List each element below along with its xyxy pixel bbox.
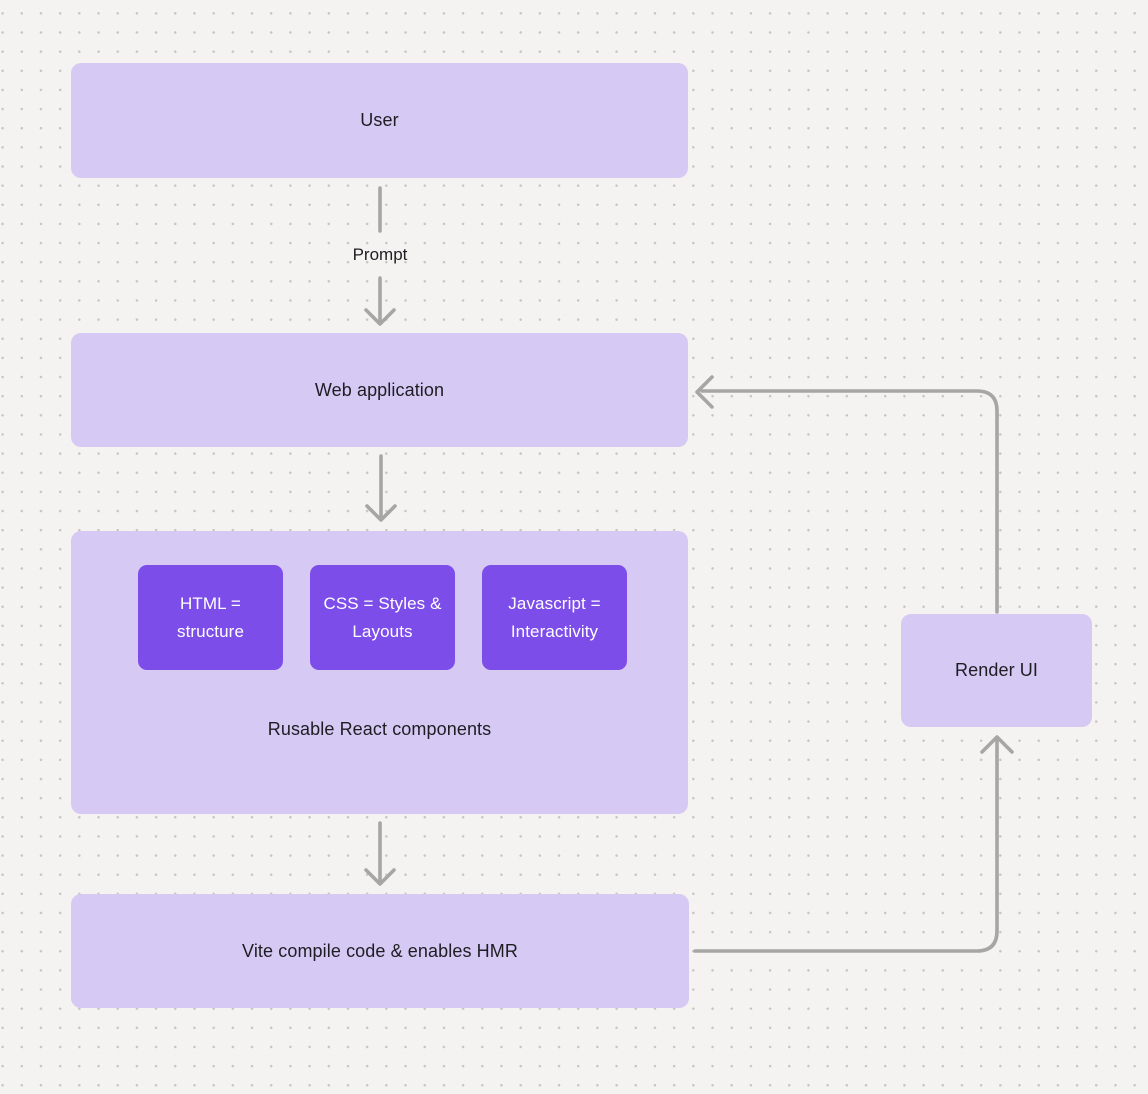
chip-html[interactable]: HTML = structure (138, 565, 283, 670)
node-vite[interactable]: Vite compile code & enables HMR (71, 894, 689, 1008)
chip-javascript-label: Javascript = Interactivity (508, 593, 601, 641)
arrow-left-icon (695, 375, 714, 409)
edge-label-prompt: Prompt (352, 245, 408, 264)
components-group-caption: Rusable React components (267, 719, 492, 739)
chip-css[interactable]: CSS = Styles & Layouts (310, 565, 455, 670)
arrow-down-icon (365, 504, 397, 522)
chip-javascript[interactable]: Javascript = Interactivity (482, 565, 627, 670)
edge-vite-renderui-line (693, 738, 999, 953)
chip-css-label: CSS = Styles & Layouts (323, 593, 442, 641)
node-render-ui-label: Render UI (955, 660, 1038, 680)
node-vite-label: Vite compile code & enables HMR (242, 940, 518, 961)
edge-renderui-webapp-line (700, 389, 999, 614)
chip-row: HTML = structure CSS = Styles & Layouts … (138, 565, 627, 670)
chip-html-label: HTML = structure (176, 593, 245, 641)
arrow-down-icon (364, 868, 396, 886)
arrow-down-icon (364, 308, 396, 326)
node-user[interactable]: User (71, 63, 688, 178)
node-render-ui[interactable]: Render UI (901, 614, 1092, 727)
node-components-group[interactable]: HTML = structure CSS = Styles & Layouts … (71, 531, 688, 814)
arrow-up-icon (980, 735, 1014, 754)
node-user-label: User (360, 110, 399, 130)
node-web-application-label: Web application (314, 379, 445, 400)
node-web-application[interactable]: Web application (71, 333, 688, 447)
